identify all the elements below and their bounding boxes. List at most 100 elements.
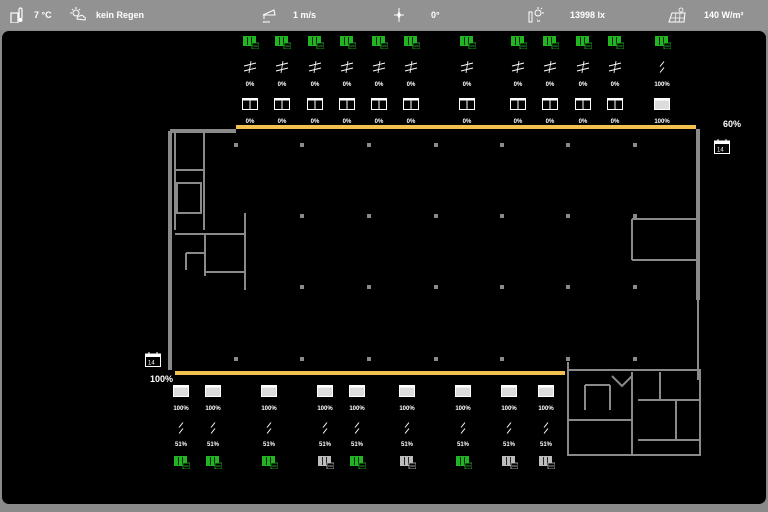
blind-status-icon[interactable] bbox=[174, 456, 190, 469]
blind-status-icon[interactable] bbox=[456, 456, 472, 469]
rain-cloud-icon bbox=[70, 7, 86, 21]
percent-label: 0% bbox=[342, 119, 352, 125]
blind-status-icon[interactable] bbox=[318, 456, 334, 469]
percent-label: 0% bbox=[342, 82, 352, 88]
window-icon[interactable] bbox=[538, 385, 554, 397]
window-icon[interactable] bbox=[455, 385, 471, 397]
window-icon[interactable] bbox=[173, 385, 189, 397]
percent-label: 51% bbox=[206, 442, 219, 448]
window-icon[interactable] bbox=[261, 385, 277, 397]
wind-speed-display: m/s 1 m/s bbox=[261, 0, 316, 30]
anemometer-icon: m/s bbox=[262, 9, 276, 23]
percent-label: 51% bbox=[456, 442, 469, 448]
brightness-icon: lx bbox=[528, 7, 544, 23]
blind-status-icon[interactable] bbox=[404, 36, 420, 49]
window-icon[interactable] bbox=[399, 385, 415, 397]
blind-status-icon[interactable] bbox=[206, 456, 222, 469]
percent-label: 100% bbox=[501, 406, 517, 412]
svg-text:m/s: m/s bbox=[263, 19, 271, 23]
wind-direction-display: 0° bbox=[393, 0, 440, 30]
blind-status-icon[interactable] bbox=[400, 456, 416, 469]
percent-label: 51% bbox=[400, 442, 413, 448]
inner-walls bbox=[174, 131, 699, 380]
window-icon[interactable] bbox=[205, 385, 221, 397]
percent-label: 0% bbox=[578, 82, 588, 88]
calendar-day: 14 bbox=[717, 148, 724, 154]
wind-direction-icon bbox=[394, 8, 404, 22]
slat-angle-icon bbox=[659, 61, 665, 73]
percent-label: 0% bbox=[374, 82, 384, 88]
percent-label: 0% bbox=[277, 119, 287, 125]
window-icon[interactable] bbox=[242, 98, 258, 110]
window-icon[interactable] bbox=[607, 98, 623, 110]
window-icon[interactable] bbox=[575, 98, 591, 110]
window-icon[interactable] bbox=[317, 385, 333, 397]
window-icon[interactable] bbox=[459, 98, 475, 110]
percent-label: 0% bbox=[310, 82, 320, 88]
slat-angle-icon bbox=[608, 61, 622, 73]
window-icon[interactable] bbox=[501, 385, 517, 397]
percent-label: 0% bbox=[513, 82, 523, 88]
percent-label: 100% bbox=[317, 406, 333, 412]
blind-status-icon[interactable] bbox=[262, 456, 278, 469]
blind-status-icon[interactable] bbox=[350, 456, 366, 469]
blind-status-icon[interactable] bbox=[460, 36, 476, 49]
percent-label: 0% bbox=[310, 119, 320, 125]
window-icon[interactable] bbox=[654, 98, 670, 110]
south-sun-band bbox=[175, 371, 565, 375]
blind-status-icon[interactable] bbox=[543, 36, 559, 49]
blind-status-icon[interactable] bbox=[539, 456, 555, 469]
window-icon[interactable] bbox=[307, 98, 323, 110]
blind-status-icon[interactable] bbox=[511, 36, 527, 49]
slat-angle-icon bbox=[511, 61, 525, 73]
blind-status-icon[interactable] bbox=[502, 456, 518, 469]
window-icon[interactable] bbox=[510, 98, 526, 110]
percent-label: 100% bbox=[455, 406, 471, 412]
slat-angle-icon bbox=[404, 61, 418, 73]
blind-status-icon[interactable] bbox=[372, 36, 388, 49]
slat-angle-icon bbox=[460, 61, 474, 73]
slat-angle-icon bbox=[543, 422, 549, 434]
blind-status-icon[interactable] bbox=[275, 36, 291, 49]
percent-label: 0% bbox=[277, 82, 287, 88]
percent-label: 100% bbox=[399, 406, 415, 412]
window-icon[interactable] bbox=[542, 98, 558, 110]
window-icon[interactable] bbox=[339, 98, 355, 110]
window-icon[interactable] bbox=[403, 98, 419, 110]
percent-label: 0% bbox=[406, 119, 416, 125]
slat-angle-icon bbox=[460, 422, 466, 434]
slat-angle-icon bbox=[243, 61, 257, 73]
blind-status-icon[interactable] bbox=[340, 36, 356, 49]
calendar-icon[interactable]: 14 bbox=[714, 139, 730, 154]
columns bbox=[234, 143, 637, 361]
blind-status-icon[interactable] bbox=[655, 36, 671, 49]
percent-label: 0% bbox=[245, 119, 255, 125]
weather-bar: 7 °C kein Regen m/s 1 m/s 0° bbox=[0, 0, 768, 30]
percent-label: 51% bbox=[350, 442, 363, 448]
slat-angle-icon bbox=[506, 422, 512, 434]
window-icon[interactable] bbox=[371, 98, 387, 110]
percent-label: 51% bbox=[262, 442, 275, 448]
percent-label: 51% bbox=[318, 442, 331, 448]
calendar-icon[interactable]: 14 bbox=[145, 352, 161, 367]
slat-angle-icon bbox=[322, 422, 328, 434]
slat-angle-icon bbox=[266, 422, 272, 434]
percent-label: 51% bbox=[174, 442, 187, 448]
blind-status-icon[interactable] bbox=[576, 36, 592, 49]
blind-status-icon[interactable] bbox=[308, 36, 324, 49]
window-icon[interactable] bbox=[349, 385, 365, 397]
percent-label: 0% bbox=[545, 82, 555, 88]
percent-label: 100% bbox=[654, 82, 670, 88]
blind-status-icon[interactable] bbox=[608, 36, 624, 49]
window-icon[interactable] bbox=[274, 98, 290, 110]
solar-panel-icon bbox=[668, 7, 686, 23]
percent-label: 0% bbox=[462, 82, 472, 88]
slat-angle-icon bbox=[308, 61, 322, 73]
slat-angle-icon bbox=[372, 61, 386, 73]
slat-angle-icon bbox=[543, 61, 557, 73]
svg-text:lx: lx bbox=[537, 18, 541, 23]
blind-status-icon[interactable] bbox=[243, 36, 259, 49]
percent-label: 100% bbox=[654, 119, 670, 125]
percent-label: 0% bbox=[374, 119, 384, 125]
